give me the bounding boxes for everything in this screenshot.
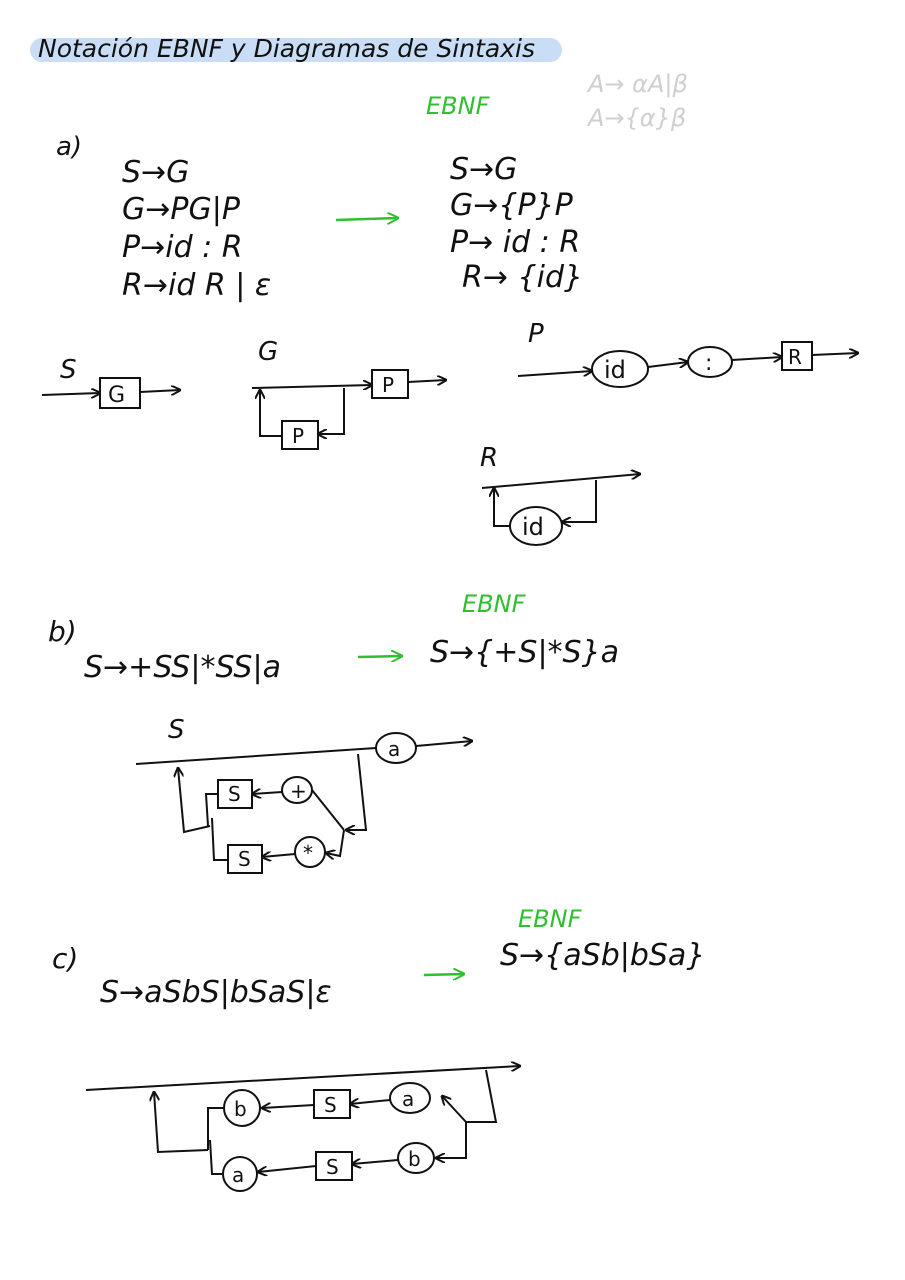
grammar-a-line-4: R→id R | ε xyxy=(122,268,272,303)
grammar-b: S→+SS|*SS|a xyxy=(84,650,281,685)
diagram-c-node-a2: a xyxy=(232,1163,244,1187)
ebnf-a-line-2: G→{P}P xyxy=(450,188,573,223)
margin-note-line-2: A→{α}β xyxy=(588,104,687,132)
diagram-b-node-s2: S xyxy=(238,847,251,871)
diagram-a-p: P id : R xyxy=(517,319,858,388)
diagram-a-p-name: P xyxy=(528,319,544,349)
page-title: Notación EBNF y Diagramas de Sintaxis xyxy=(38,34,535,63)
diagram-a-g: G P P xyxy=(251,337,446,450)
ebnf-a-line-3: P→ id : R xyxy=(450,225,581,260)
diagram-a-s-node-g: G xyxy=(108,383,125,408)
ebnf-a-line-1: S→G xyxy=(450,152,518,187)
diagram-a-s: S G xyxy=(41,355,180,409)
title-highlight xyxy=(30,38,562,62)
ebnf-a-line-4: R→ {id} xyxy=(462,260,584,295)
diagram-a-p-node-id: id xyxy=(604,356,626,384)
ebnf-label-b: EBNF xyxy=(462,590,526,618)
diagram-c-node-s2: S xyxy=(326,1155,339,1179)
diagram-c-node-b2: b xyxy=(408,1147,421,1171)
ebnf-label-a: EBNF xyxy=(426,92,490,120)
diagram-c-s: a S b b S a xyxy=(85,1066,520,1192)
diagram-b-node-a: a xyxy=(388,737,400,761)
ebnf-c: S→{aSb|bSa} xyxy=(500,938,706,973)
diagram-b-node-s1: S xyxy=(228,782,241,806)
section-label-b: b) xyxy=(48,615,77,648)
diagram-b-s: S a + S * S xyxy=(135,715,472,874)
section-label-a: a) xyxy=(56,132,83,162)
diagram-a-g-node-p1: P xyxy=(382,373,394,397)
diagram-a-p-node-r: R xyxy=(788,345,802,369)
ebnf-b: S→{+S|*S}a xyxy=(430,635,620,670)
green-arrow-b xyxy=(357,656,402,657)
section-label-c: c) xyxy=(52,942,79,975)
diagram-c-node-s1: S xyxy=(324,1093,337,1117)
ebnf-label-c: EBNF xyxy=(518,905,582,933)
diagram-b-s-name: S xyxy=(168,715,185,745)
grammar-c: S→aSbS|bSaS|ε xyxy=(100,975,332,1010)
diagram-a-r: R id xyxy=(480,443,640,546)
green-arrow-c xyxy=(423,974,464,975)
diagram-a-r-node-id: id xyxy=(522,513,544,541)
diagram-a-g-name: G xyxy=(258,337,278,367)
diagram-a-s-name: S xyxy=(60,355,77,385)
margin-note-line-1: A→ αA|β xyxy=(588,70,688,98)
diagram-c-node-a1: a xyxy=(402,1087,414,1111)
diagram-b-node-plus: + xyxy=(290,779,307,803)
diagram-a-r-name: R xyxy=(480,443,498,473)
grammar-a-line-2: G→PG|P xyxy=(122,192,240,227)
diagram-c-node-b1: b xyxy=(234,1097,247,1121)
diagram-a-g-node-p2: P xyxy=(292,424,304,448)
diagram-b-node-star: * xyxy=(303,841,313,865)
grammar-a-line-3: P→id : R xyxy=(122,230,243,265)
grammar-a-line-1: S→G xyxy=(122,155,190,190)
green-arrow-a xyxy=(335,218,398,220)
diagram-a-p-node-colon: : xyxy=(705,351,712,376)
